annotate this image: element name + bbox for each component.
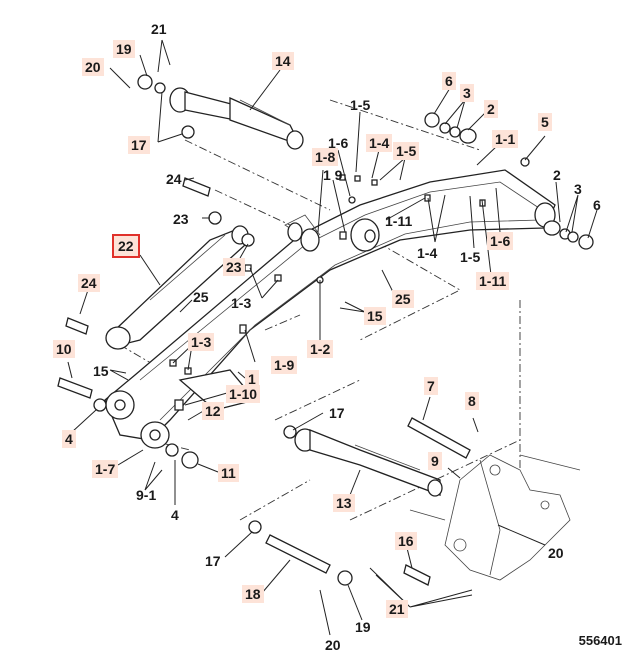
callout-19[interactable]: 19 (355, 619, 371, 635)
callout-21[interactable]: 21 (151, 21, 167, 37)
callout-1-11[interactable]: 1-11 (476, 272, 510, 290)
callout-1-4[interactable]: 1-4 (417, 245, 438, 261)
callout-6[interactable]: 6 (593, 197, 601, 213)
callout-15[interactable]: 15 (93, 363, 109, 379)
callout-13[interactable]: 13 (333, 494, 355, 512)
callout-1-9[interactable]: 1 9 (323, 167, 343, 183)
callout-19[interactable]: 19 (113, 40, 135, 58)
callout-1-10[interactable]: 1-10 (226, 385, 261, 403)
callout-1-7[interactable]: 1-7 (92, 460, 119, 478)
callout-3[interactable]: 3 (460, 84, 474, 102)
callout-10[interactable]: 10 (53, 340, 75, 358)
callout-4[interactable]: 4 (62, 430, 76, 448)
callout-1-5[interactable]: 1-5 (460, 249, 481, 265)
callout-23[interactable]: 23 (223, 258, 245, 276)
callout-1-3[interactable]: 1-3 (231, 295, 252, 311)
callout-23[interactable]: 23 (173, 211, 189, 227)
callout-20[interactable]: 20 (548, 545, 564, 561)
callout-21[interactable]: 21 (386, 600, 408, 618)
cylinder-14[interactable] (169, 87, 304, 150)
callout-17[interactable]: 17 (205, 553, 221, 569)
callout-1-6[interactable]: 1-6 (328, 135, 349, 151)
callout-1-5[interactable]: 1-5 (350, 97, 371, 113)
drawing-number: 556401 (578, 633, 622, 648)
small-parts (57, 74, 594, 586)
callout-17[interactable]: 17 (329, 405, 345, 421)
callout-2[interactable]: 2 (484, 100, 498, 118)
callout-20[interactable]: 20 (82, 58, 104, 76)
callout-5[interactable]: 5 (538, 113, 552, 131)
callout-16[interactable]: 16 (395, 532, 417, 550)
callout-6[interactable]: 6 (442, 72, 456, 90)
callout-1-4[interactable]: 1-4 (366, 134, 393, 152)
callout-20[interactable]: 20 (325, 637, 341, 653)
callout-22-selected[interactable]: 22 (112, 234, 140, 258)
callout-11[interactable]: 11 (218, 464, 239, 482)
callout-25[interactable]: 25 (193, 289, 209, 305)
callout-1-3[interactable]: 1-3 (188, 333, 215, 351)
callout-14[interactable]: 14 (272, 52, 294, 70)
callout-1-5[interactable]: 1-5 (393, 142, 420, 160)
frame-bracket (409, 454, 581, 581)
callout-1-9[interactable]: 1-9 (271, 356, 298, 374)
callout-3[interactable]: 3 (574, 181, 582, 197)
callout-17[interactable]: 17 (128, 136, 150, 154)
callout-1-2[interactable]: 1-2 (307, 340, 334, 358)
callout-1-1[interactable]: 1-1 (492, 130, 519, 148)
callout-1-8[interactable]: 1-8 (312, 148, 339, 166)
callout-12[interactable]: 12 (202, 402, 224, 420)
callout-15[interactable]: 15 (364, 307, 386, 325)
callout-2[interactable]: 2 (553, 167, 561, 183)
callout-4[interactable]: 4 (171, 507, 179, 523)
cylinder-13[interactable] (294, 428, 443, 497)
callout-9[interactable]: 9 (428, 452, 442, 470)
callout-8[interactable]: 8 (465, 392, 479, 410)
callout-24[interactable]: 24 (78, 274, 100, 292)
callout-25[interactable]: 25 (392, 290, 414, 308)
boom-arm[interactable] (104, 169, 556, 449)
callout-7[interactable]: 7 (424, 377, 438, 395)
callout-1-6[interactable]: 1-6 (487, 232, 514, 250)
callout-1-11[interactable]: 1-11 (385, 213, 413, 229)
callout-9-1[interactable]: 9-1 (136, 487, 157, 503)
callout-18[interactable]: 18 (242, 585, 264, 603)
callout-1[interactable]: 1 (245, 370, 259, 388)
callout-24[interactable]: 24 (166, 171, 182, 187)
